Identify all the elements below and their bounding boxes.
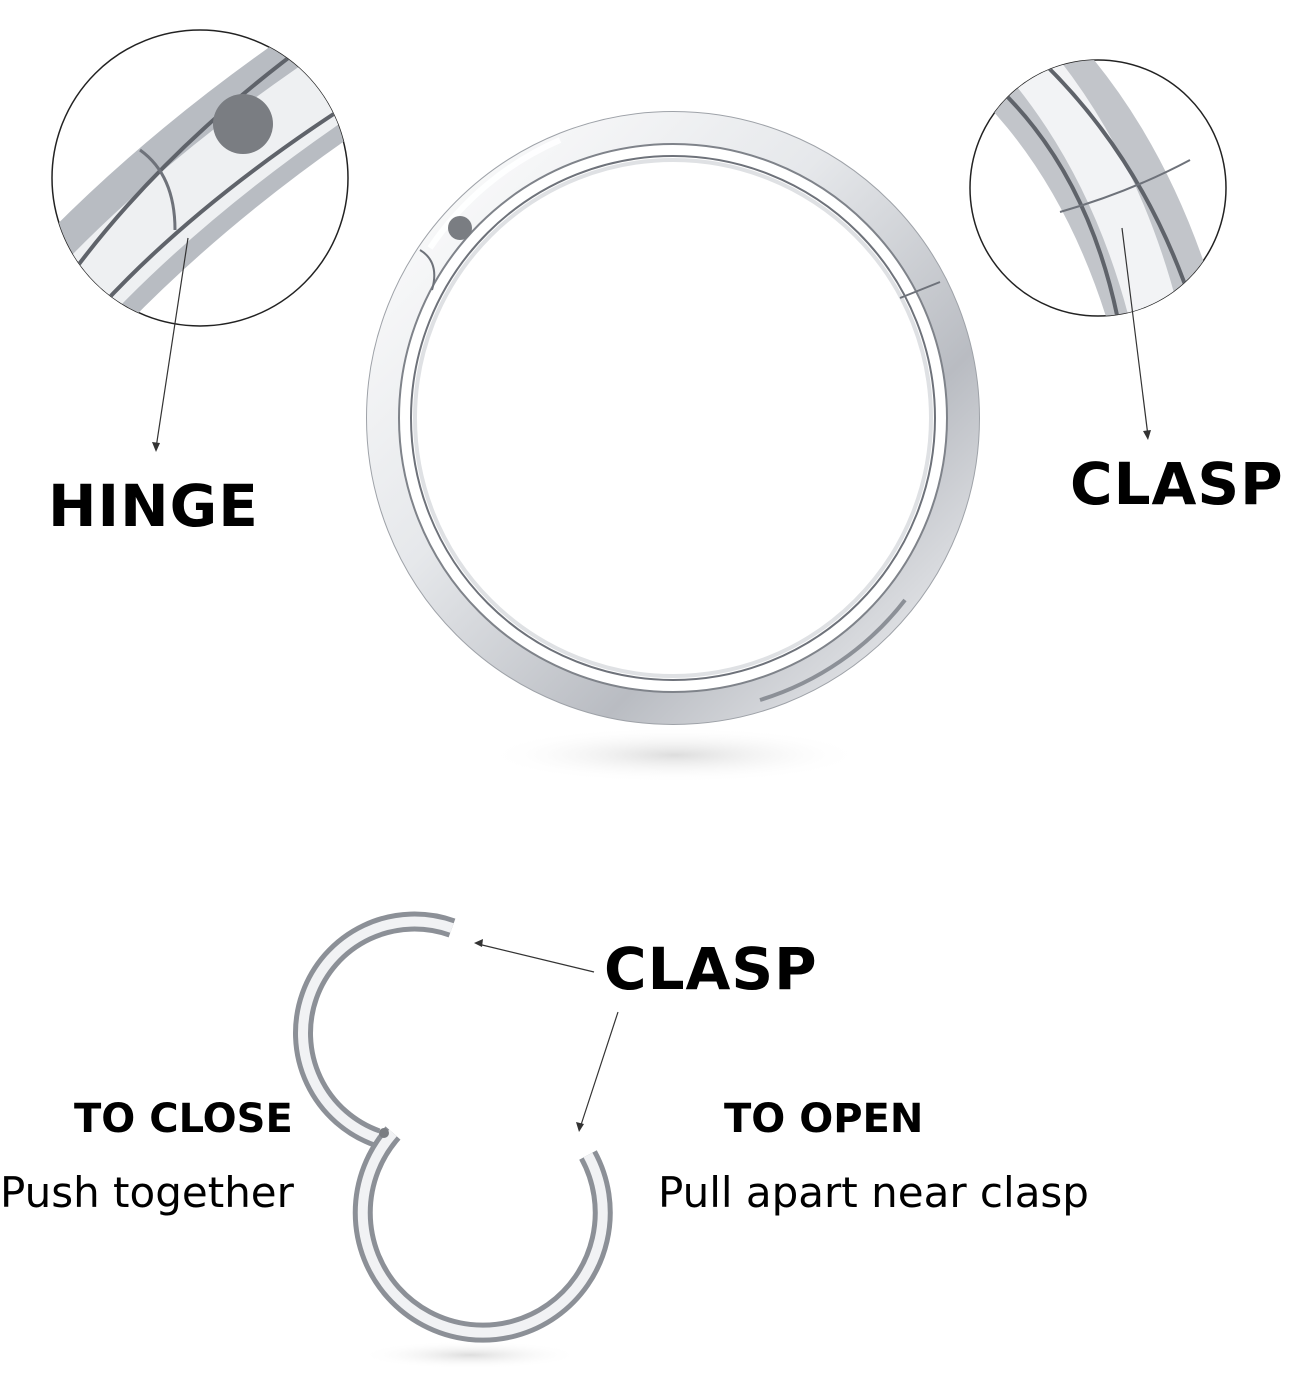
clasp-pointer-bottom-1 bbox=[474, 939, 595, 973]
hinge-pointer bbox=[152, 237, 189, 452]
clasp-pointer-bottom-2 bbox=[576, 1011, 619, 1132]
main-ring bbox=[366, 111, 980, 783]
hinge-label: HINGE bbox=[48, 472, 259, 540]
to-close-title: TO CLOSE bbox=[74, 1096, 293, 1142]
clasp-label-bottom: CLASP bbox=[604, 935, 818, 1003]
clasp-pointer-top bbox=[1121, 227, 1151, 440]
clasp-zoom-circle bbox=[969, 59, 1227, 317]
hinge-dot bbox=[448, 216, 472, 240]
open-ring bbox=[293, 911, 613, 1369]
to-open-text: Pull apart near clasp bbox=[658, 1168, 1089, 1217]
hinge-zoom-circle bbox=[51, 29, 349, 327]
clasp-label-top: CLASP bbox=[1070, 450, 1284, 518]
to-close-text: Push together bbox=[0, 1168, 294, 1217]
to-open-title: TO OPEN bbox=[724, 1096, 924, 1142]
